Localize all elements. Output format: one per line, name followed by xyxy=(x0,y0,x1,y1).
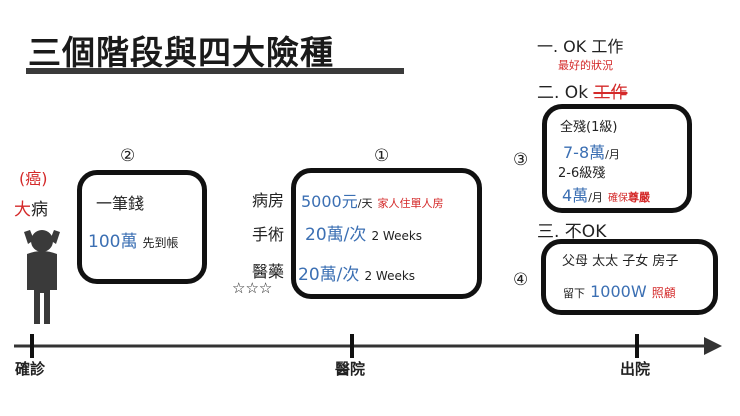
box-b-row2-note: 2 Weeks xyxy=(371,229,423,243)
box-c-line3: 2-6級殘 xyxy=(558,166,606,181)
box-c-line4-note2: 尊嚴 xyxy=(628,191,650,204)
cancer-label: (癌) xyxy=(19,169,48,188)
scenario-3-title: 三. 不OK xyxy=(537,222,607,242)
big-label: 大 xyxy=(14,200,31,220)
box-b-number: ① xyxy=(374,146,390,166)
scenario-2-struck-word: 工作 xyxy=(593,83,628,103)
box-d-leave: 留下 xyxy=(563,287,585,300)
lump-sum-box xyxy=(77,170,207,284)
box-c-line4-note1: 確保 xyxy=(608,193,628,204)
box-a-amount-line: 100萬 先到帳 xyxy=(88,227,179,252)
timeline-label-discharge: 出院 xyxy=(620,360,651,378)
box-d-line1: 父母 太太 子女 房子 xyxy=(562,254,679,269)
box-b-row3-label: 醫藥 xyxy=(252,262,285,281)
family-care-box xyxy=(541,239,718,315)
page-title: 三個階段與四大險種 xyxy=(28,33,334,72)
box-b-row1-label: 病房 xyxy=(252,191,285,210)
box-d-line2: 留下 1000W 照顧 xyxy=(563,282,676,301)
box-b-row3-note: 2 Weeks xyxy=(364,269,416,283)
box-c-line1: 全殘(1級) xyxy=(560,120,618,135)
timeline-axis xyxy=(14,334,722,358)
title-underline xyxy=(26,68,404,74)
box-c-line2: 7-8萬/月 xyxy=(563,139,620,163)
box-b-row1-value: 5000元 xyxy=(301,192,358,211)
scenario-1-title: 一. OK 工作 xyxy=(537,37,624,56)
box-c-number: ③ xyxy=(513,150,529,170)
big-illness-label: 大病 xyxy=(14,195,48,220)
box-a-amount: 100萬 xyxy=(88,232,138,252)
box-b-row3-value: 20萬/次 xyxy=(298,265,360,285)
timeline-label-diagnosis: 確診 xyxy=(15,360,46,378)
box-b-row2: 20萬/次 2 Weeks xyxy=(305,220,422,245)
hospital-coverage-box xyxy=(291,168,482,299)
timeline-label-hospital: 醫院 xyxy=(335,360,366,378)
rating-stars: ☆☆☆ xyxy=(232,279,273,297)
scenario-2-prefix: 二. Ok xyxy=(537,83,594,103)
box-c-line4-value: 4萬 xyxy=(562,186,589,205)
box-b-row2-value: 20萬/次 xyxy=(305,225,367,245)
box-d-note: 照顧 xyxy=(651,286,676,300)
box-b-row1-note: 家人住單人房 xyxy=(377,197,444,210)
box-d-amount: 1000W xyxy=(590,282,647,301)
illness-label: 病 xyxy=(31,200,48,220)
box-b-row3: 20萬/次 2 Weeks xyxy=(298,260,415,285)
box-b-row1-unit: /天 xyxy=(357,197,373,210)
scenario-2-title: 二. Ok 工作 xyxy=(537,78,627,103)
box-c-line2-value: 7-8萬 xyxy=(563,143,606,162)
box-c-line2-unit: /月 xyxy=(605,148,620,161)
distressed-person-icon xyxy=(24,230,60,324)
box-c-line4: 4萬/月 確保尊嚴 xyxy=(562,182,650,206)
box-c-line4-unit: /月 xyxy=(588,191,603,204)
box-a-note: 先到帳 xyxy=(142,236,179,250)
box-a-title: 一筆錢 xyxy=(96,194,145,213)
disability-box xyxy=(542,104,692,213)
box-a-number: ② xyxy=(120,146,136,166)
box-b-row1: 5000元/天 家人住單人房 xyxy=(301,188,444,212)
scenario-1-subtitle: 最好的狀況 xyxy=(558,59,613,72)
box-b-row2-label: 手術 xyxy=(252,225,285,244)
box-d-number: ④ xyxy=(513,270,529,290)
